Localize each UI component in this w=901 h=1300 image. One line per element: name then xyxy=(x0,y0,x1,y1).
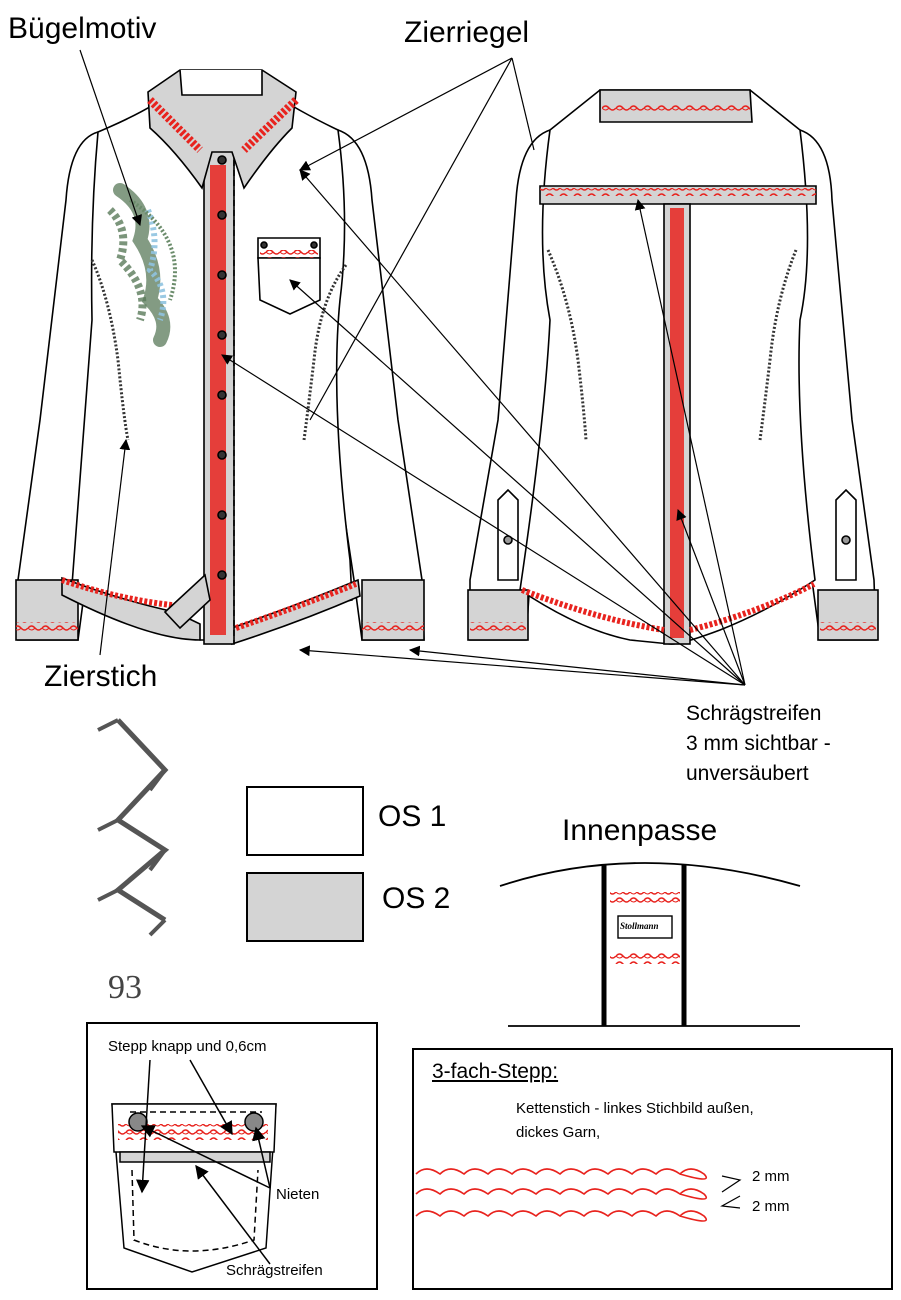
legend-swatch-os2 xyxy=(246,872,364,942)
legend-label-os1: OS 1 xyxy=(378,800,447,833)
zierstich-swatch xyxy=(97,718,170,937)
back-shirt xyxy=(467,89,879,645)
front-right-sleeve xyxy=(325,128,425,641)
front-collar xyxy=(147,69,297,190)
legend-label-os2: OS 2 xyxy=(382,882,451,915)
triple-stitch-box xyxy=(412,1048,893,1290)
pocket-detail-box xyxy=(86,1022,378,1290)
leader-lines xyxy=(79,49,746,686)
pocket-stepp-label: Stepp knapp und 0,6cm xyxy=(108,1038,267,1055)
back-right-cuff xyxy=(817,589,879,641)
triple-stitch-dim-2: 2 mm xyxy=(752,1198,790,1215)
triple-stitch-sample xyxy=(415,1168,742,1222)
label-zierriegel: Zierriegel xyxy=(404,16,530,49)
label-schraegstreifen-1: Schrägstreifen xyxy=(686,702,822,725)
innenpasse-diagram xyxy=(499,862,801,1027)
legend-swatch-os1 xyxy=(246,786,364,856)
front-shirt xyxy=(15,69,425,646)
back-left-cuff xyxy=(467,589,529,641)
pocket-nieten-label: Nieten xyxy=(276,1186,320,1203)
pocket-schraegstreifen-label: Schrägstreifen xyxy=(226,1262,323,1279)
pocket-detail xyxy=(111,1059,277,1273)
label-schraegstreifen-3: unversäubert xyxy=(686,762,809,785)
front-left-zierstich xyxy=(90,259,130,441)
triple-stitch-dim-1: 2 mm xyxy=(752,1168,790,1185)
front-buttons xyxy=(217,155,227,580)
triple-stitch-desc-1: Kettenstich - linkes Stichbild außen, xyxy=(516,1100,754,1117)
label-tag-text: Stollmann xyxy=(620,921,659,931)
label-schraegstreifen-2: 3 mm sichtbar - xyxy=(686,732,831,755)
label-buegelmotiv: Bügelmotiv xyxy=(8,12,157,45)
label-zierstich: Zierstich xyxy=(44,660,158,693)
triple-stitch-desc-2: dickes Garn, xyxy=(516,1124,601,1141)
label-stitch-number: 93 xyxy=(108,969,142,1006)
triple-stitch-title: 3-fach-Stepp: xyxy=(432,1060,559,1083)
front-right-zierstich xyxy=(302,264,348,441)
label-innenpasse: Innenpasse xyxy=(562,814,718,847)
iron-on-motif xyxy=(107,183,177,347)
